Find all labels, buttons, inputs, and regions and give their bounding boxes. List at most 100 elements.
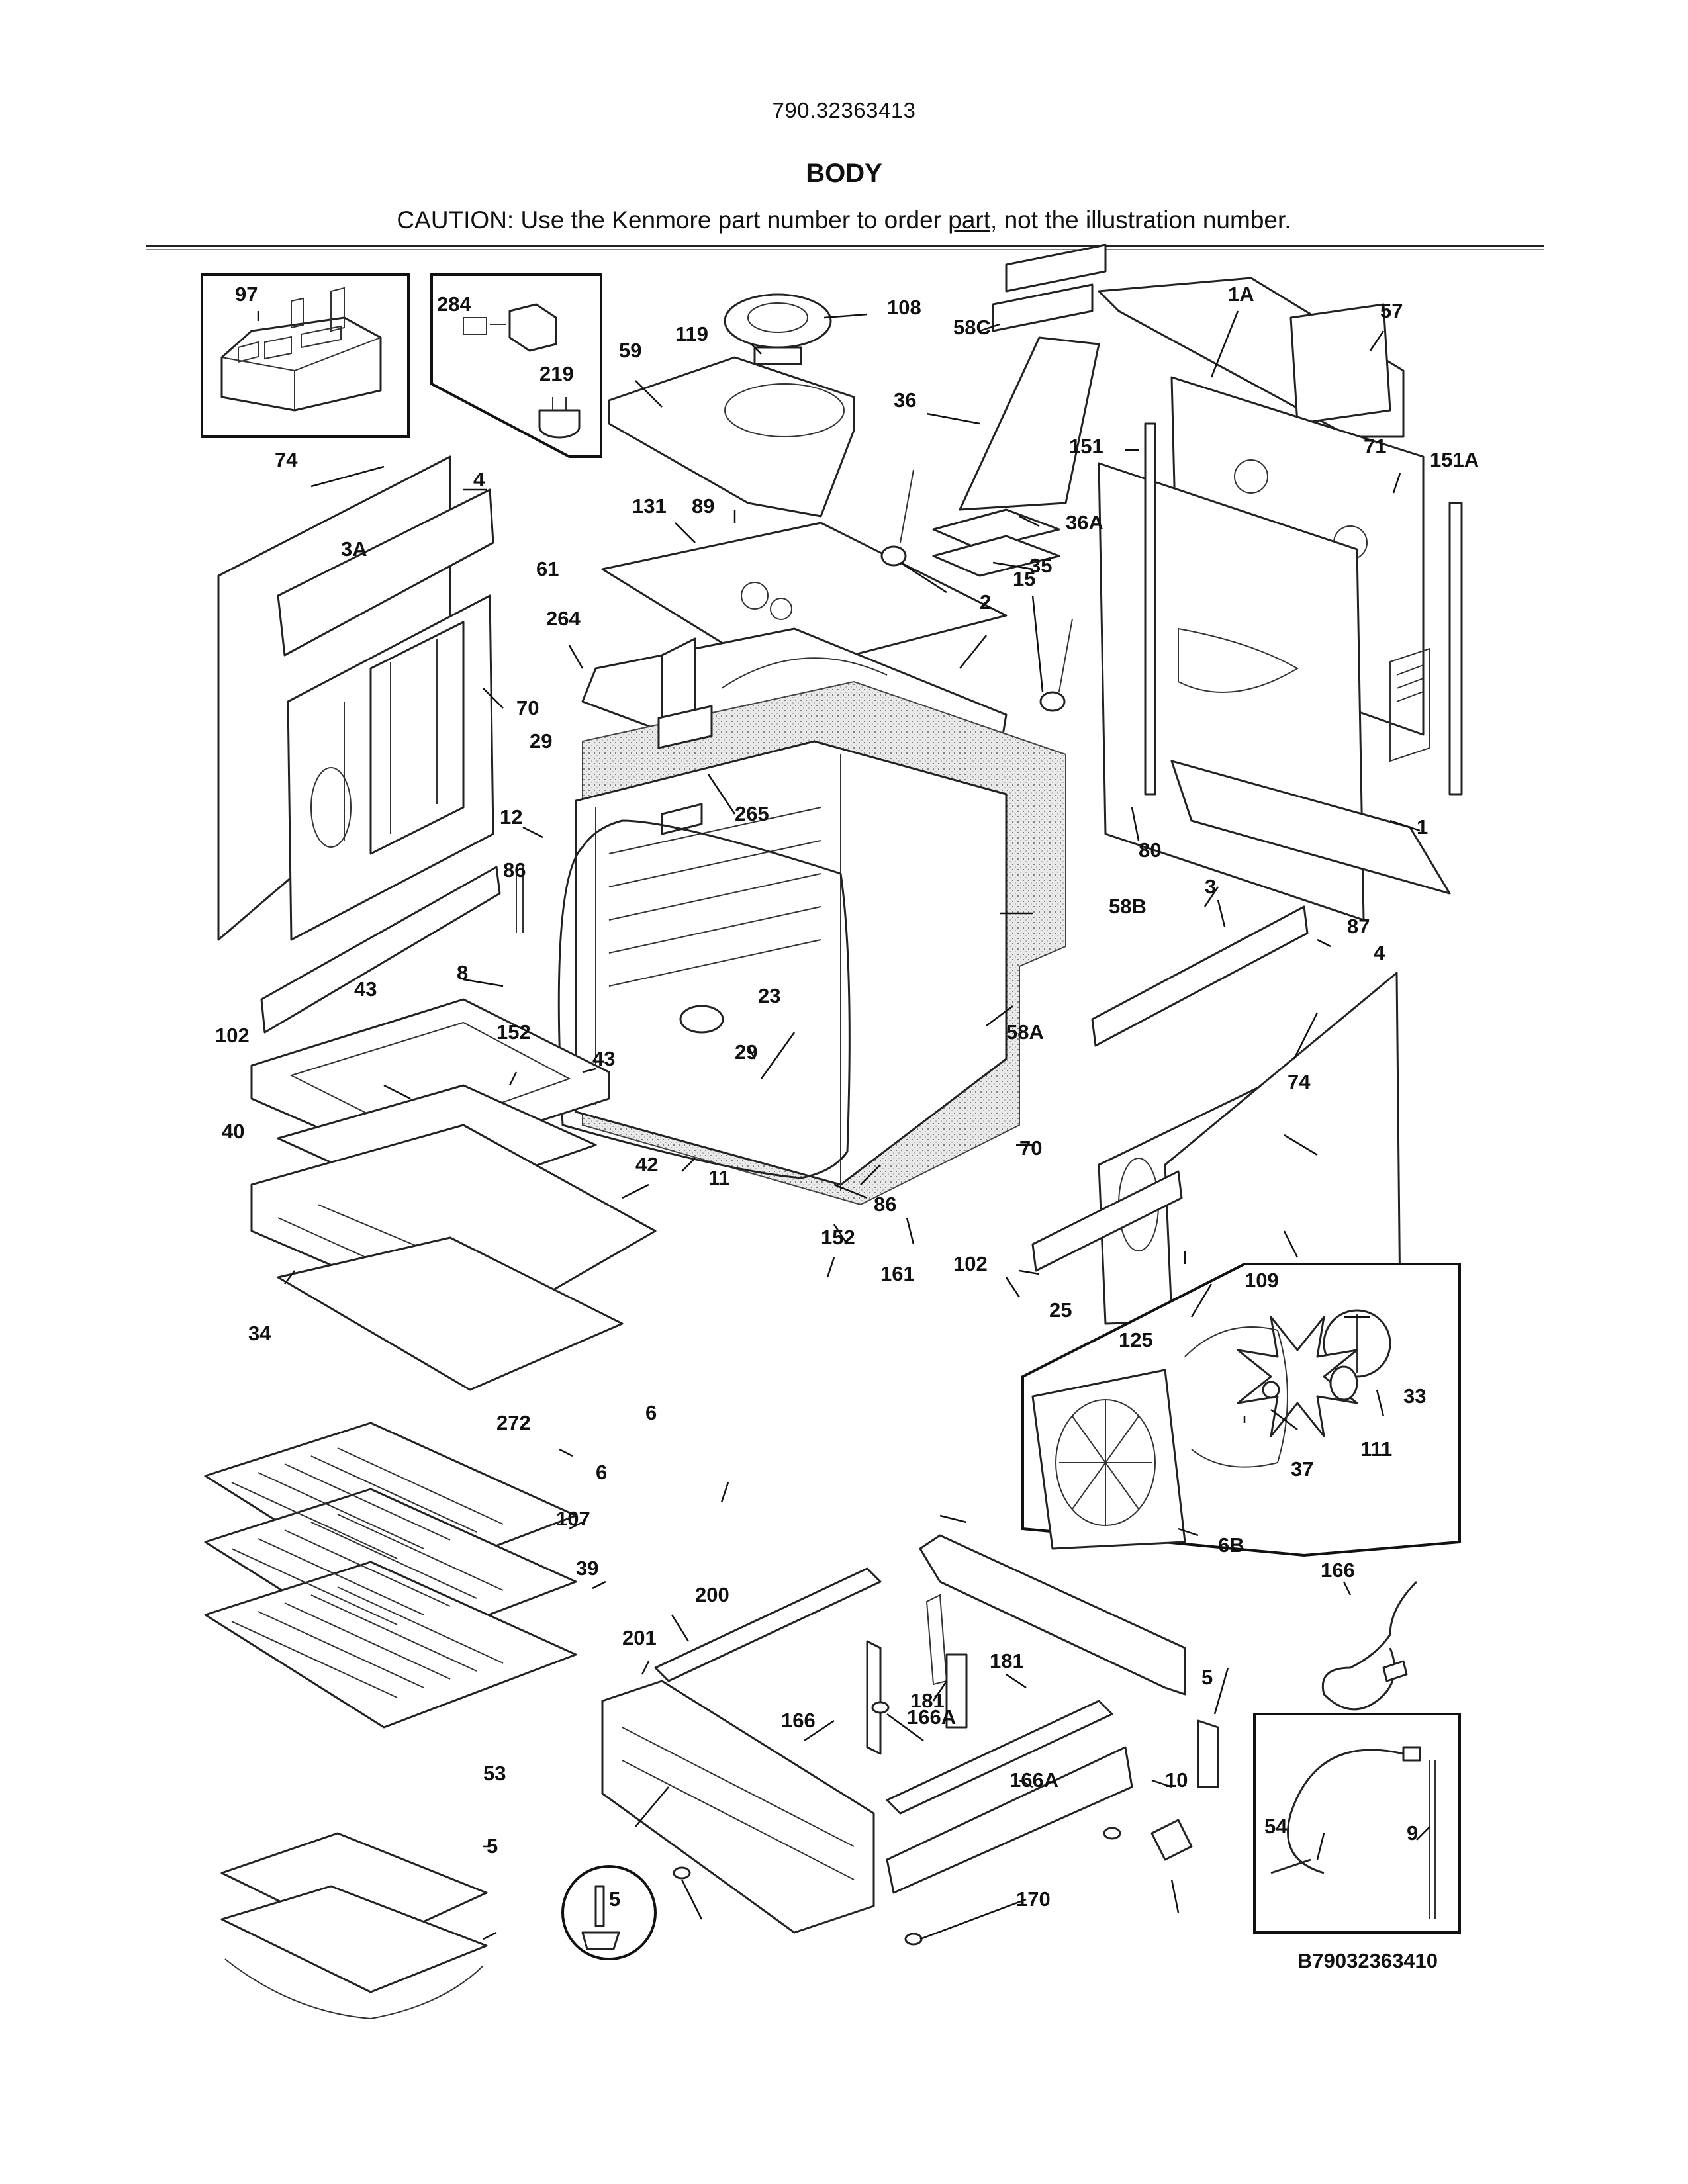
callout-label: 6B	[1218, 1533, 1244, 1557]
callout-label: 33	[1403, 1385, 1426, 1408]
bottom-frame	[601, 1534, 1219, 1946]
callout-label: 57	[1380, 299, 1403, 322]
callout-label: 219	[539, 362, 574, 385]
section-title: BODY	[806, 159, 882, 188]
vent-duct	[880, 283, 1100, 712]
callout-label: 272	[496, 1411, 531, 1434]
callout-label: 181	[910, 1689, 945, 1712]
callout-label: 29	[735, 1040, 757, 1064]
callout-label: 5	[609, 1888, 620, 1911]
callout-label: 109	[1244, 1269, 1279, 1292]
callout-label: 108	[887, 296, 921, 319]
callout-label: 102	[953, 1252, 988, 1275]
callout-label: 166	[781, 1709, 816, 1732]
callout-label: 119	[675, 322, 708, 345]
callout-label: 5	[487, 1835, 498, 1858]
callout-label: 284	[437, 293, 471, 316]
callout-label: 151A	[1430, 448, 1479, 471]
callout-label: 23	[758, 984, 780, 1007]
callout-label: 265	[735, 802, 769, 825]
callout-label: 74	[1288, 1070, 1311, 1093]
callout-label: 10	[1165, 1768, 1188, 1792]
callout-label: 264	[546, 607, 581, 630]
oven-racks	[204, 1422, 577, 1729]
callout-label: 34	[248, 1322, 271, 1345]
callout-label: 25	[1049, 1298, 1072, 1322]
broiler-pan	[220, 1832, 488, 2020]
callout-label: 43	[354, 978, 377, 1001]
callout-label: 29	[530, 729, 552, 752]
caution-link[interactable]: part	[948, 206, 991, 234]
inset-sensors	[430, 273, 602, 458]
caution-note: CAUTION: Use the Kenmore part number to …	[0, 206, 1688, 234]
callout-label: 70	[516, 696, 539, 719]
convection-fan-inset	[1021, 1263, 1461, 1557]
callout-label: 15	[1013, 567, 1035, 590]
callout-label: 111	[1360, 1437, 1392, 1461]
diagram-code: B79032363410	[1297, 1949, 1438, 1972]
callout-label: 6	[596, 1461, 607, 1484]
door-assembly	[217, 455, 524, 1034]
callout-label: 89	[692, 494, 714, 518]
callout-label: 58A	[1006, 1021, 1044, 1044]
callout-label: 166	[1321, 1559, 1355, 1582]
oven-cavity	[575, 680, 1066, 1206]
callout-label: 4	[1374, 941, 1385, 964]
callout-label: 42	[635, 1153, 658, 1176]
callout-label: 58C	[953, 316, 991, 339]
callout-label: 71	[1364, 435, 1386, 458]
callout-label: 43	[592, 1047, 615, 1070]
callout-label: 1	[1417, 815, 1428, 839]
callout-label: 166A	[907, 1706, 956, 1729]
callout-label: 58B	[1109, 895, 1147, 918]
callout-label: 3	[1205, 875, 1216, 898]
callout-label: 2	[980, 590, 991, 614]
callout-label: 40	[222, 1120, 244, 1143]
callout-label: 1A	[1228, 283, 1254, 306]
callout-label: 39	[576, 1557, 598, 1580]
callout-label: 5	[1201, 1666, 1213, 1689]
callout-label: 9	[1407, 1821, 1418, 1844]
header-rule	[146, 245, 1544, 247]
callout-label: 166A	[1009, 1768, 1058, 1792]
callout-label: 6	[645, 1401, 657, 1424]
callout-label: 54	[1264, 1815, 1288, 1838]
callout-label: 12	[500, 805, 522, 829]
callout-label: 102	[215, 1024, 250, 1047]
callout-label: 61	[536, 557, 559, 580]
callout-label: 181	[990, 1649, 1024, 1672]
inset-control-board	[201, 273, 410, 438]
right-side-panels	[1031, 905, 1401, 1325]
callout-label: 8	[457, 961, 468, 984]
header-rule-thin	[146, 249, 1544, 250]
callout-label: 4	[473, 468, 485, 491]
callout-label: 11	[708, 1166, 730, 1189]
callout-label: 3A	[341, 537, 367, 561]
callout-label: 151	[1069, 435, 1103, 458]
callout-label: 80	[1139, 839, 1161, 862]
callout-label: 37	[1291, 1457, 1313, 1480]
caution-suffix: , not the illustration number.	[990, 206, 1291, 234]
callout-label: 107	[556, 1507, 590, 1530]
callout-label: 86	[503, 858, 526, 882]
power-cord	[1322, 1580, 1418, 1711]
probe-inset	[1253, 1713, 1461, 1934]
callout-label: 53	[483, 1762, 506, 1785]
callout-label: 152	[821, 1226, 855, 1249]
callout-label: 200	[695, 1583, 729, 1606]
callout-label: 74	[275, 448, 298, 471]
callout-label: 170	[1016, 1888, 1051, 1911]
oven-pans	[250, 998, 657, 1391]
callout-label: 201	[622, 1626, 657, 1649]
leader-lines	[257, 310, 1430, 1940]
caution-prefix: CAUTION: Use the Kenmore part number to …	[397, 206, 949, 234]
callout-label: 87	[1347, 915, 1370, 938]
callout-label: 131	[632, 494, 667, 518]
callout-label: 86	[874, 1193, 896, 1216]
callout-label: 161	[880, 1262, 915, 1285]
callout-label: 35	[1029, 554, 1052, 577]
callout-label: 36	[894, 388, 916, 412]
callout-label: 59	[619, 339, 641, 362]
callout-label: 36A	[1066, 511, 1103, 534]
